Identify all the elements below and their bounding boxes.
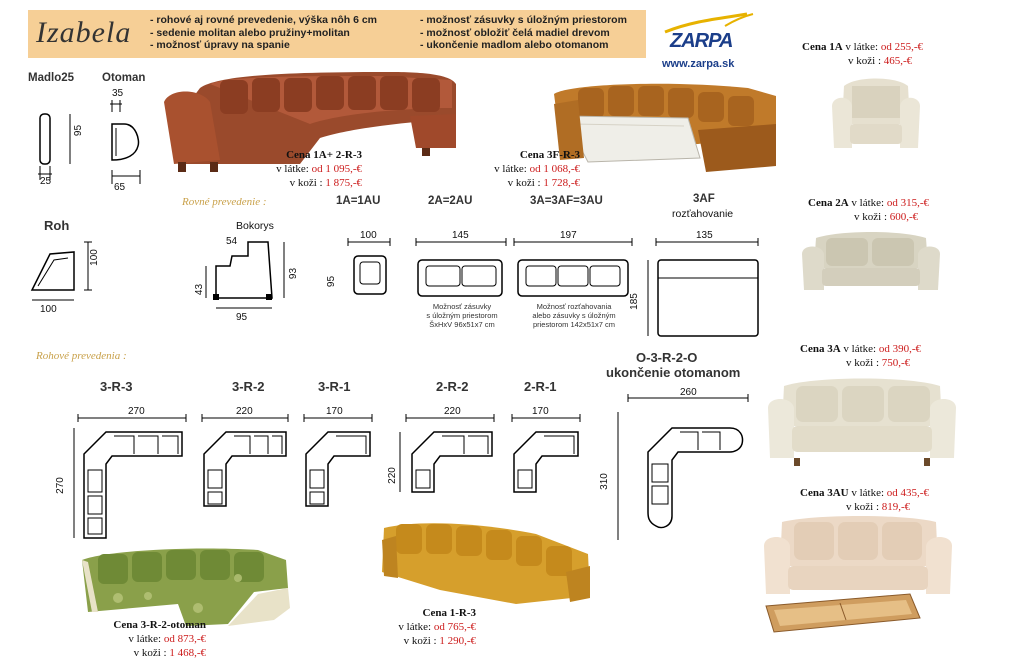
corner-3r2-width: 220: [236, 406, 253, 417]
logo-word: ZARPA: [670, 30, 733, 52]
model-1a-height: 95: [326, 275, 338, 288]
features-left: - rohové aj rovné prevedenie, výška nôh …: [150, 14, 378, 51]
photo-sofa-3a: [768, 378, 956, 466]
model-1a-diagram: [347, 238, 391, 295]
corner-2r1-label: 2-R-1: [524, 379, 557, 394]
bokorys-diagram: [205, 241, 285, 309]
corner-3r3-label: 3-R-3: [100, 379, 133, 394]
otoman-label: Otoman: [102, 72, 146, 84]
photo-3f-corner-sofa-bed: [554, 83, 776, 172]
price-1a-2r3: Cena 1A+ 2-R-3 v látke: od 1 095,-€ v ko…: [276, 149, 362, 189]
corner-2r2-height: 220: [386, 467, 398, 484]
madlo-diagram: [38, 113, 71, 180]
photo-armchair-1a: [832, 78, 920, 148]
corner-3r1-diagram: [303, 414, 373, 507]
price-3au: Cena 3AU v látke: od 435,-€ v koži : 819…: [800, 487, 929, 513]
brand-title: Izabela: [36, 16, 132, 49]
corner-3r1-label: 3-R-1: [318, 379, 351, 394]
photo-green-corner-sofa: [82, 548, 290, 626]
madlo-width: 25: [40, 176, 52, 187]
price-3a: Cena 3A v látke: od 390,-€ v koži : 750,…: [800, 343, 921, 369]
model-2a-width: 145: [452, 230, 469, 241]
bokorys-width: 95: [236, 312, 248, 323]
bokorys-label: Bokorys: [236, 220, 274, 232]
photo-brown-corner-sofa: [164, 72, 456, 172]
corner-2r2-width: 220: [444, 406, 461, 417]
corner-3r3-height: 270: [54, 477, 66, 494]
madlo-height: 95: [73, 124, 85, 137]
corner-3r3-diagram: [73, 414, 187, 539]
roh-width: 100: [40, 304, 57, 315]
price-3f-r3: Cena 3F-R-3 v látke: od 1 068,-€ v koži …: [494, 149, 580, 189]
price-2a: Cena 2A v látke: od 315,-€ v koži : 600,…: [808, 197, 929, 223]
model-3af-diagram: [647, 238, 759, 337]
photo-yellow-corner-sofa: [382, 523, 590, 604]
corner-2r1-diagram: [511, 414, 581, 493]
model-3a-diagram: [513, 238, 633, 297]
corner-o3r2o-label: O-3-R-2-O: [636, 350, 698, 365]
photo-sofa-2a: [802, 232, 940, 290]
header-banner: Izabela - rohové aj rovné prevedenie, vý…: [28, 10, 646, 58]
model-3af-label: 3AF: [693, 193, 715, 205]
otoman-width: 65: [114, 182, 126, 193]
corner-3r2-label: 3-R-2: [232, 379, 265, 394]
model-3a-width: 197: [560, 230, 577, 241]
bokorys-top: 54: [226, 236, 238, 247]
model-3af-sub: rozťahovanie: [672, 208, 734, 220]
corner-o3r2o-width: 260: [680, 387, 697, 398]
model-3af-width: 135: [696, 230, 713, 241]
roh-height: 100: [88, 249, 100, 266]
otoman-top-dim: 35: [112, 88, 124, 99]
bokorys-left-h: 43: [194, 283, 206, 296]
model-3a-label: 3A=3AF=3AU: [530, 195, 603, 207]
corner-2r2-label: 2-R-2: [436, 379, 469, 394]
bokorys-right-h: 93: [288, 267, 300, 280]
model-1a-width: 100: [360, 230, 377, 241]
section-corner: Rohové prevedenia :: [36, 350, 127, 362]
corner-2r2-diagram: [399, 414, 495, 493]
roh-diagram: [30, 241, 92, 301]
section-straight: Rovné prevedenie :: [182, 196, 267, 208]
model-3af-height: 185: [628, 293, 640, 310]
price-1a: Cena 1A v látke: od 255,-€ v koži : 465,…: [802, 41, 923, 67]
model-2a-label: 2A=2AU: [428, 195, 473, 207]
madlo-label: Madlo25: [28, 72, 75, 84]
corner-o3r2o-sub: ukončenie otomanom: [606, 365, 741, 380]
photo-sofa-3au-drawer: [764, 516, 952, 633]
model-1a-label: 1A=1AU: [336, 195, 381, 207]
otoman-diagram: [110, 100, 141, 184]
corner-3r2-diagram: [201, 414, 289, 507]
model-2a-diagram: [415, 238, 507, 297]
corner-o3r2o-diagram: [617, 394, 749, 540]
zarpa-logo-swoosh: [664, 12, 754, 34]
corner-3r1-width: 170: [326, 406, 343, 417]
features-right: - možnosť zásuvky s úložným priestorom -…: [420, 14, 627, 51]
corner-3r3-width: 270: [128, 406, 145, 417]
roh-label: Roh: [44, 218, 70, 233]
corner-2r1-width: 170: [532, 406, 549, 417]
price-3r2-otoman: Cena 3-R-2-otoman v látke: od 873,-€ v k…: [113, 619, 206, 659]
corner-o3r2o-height: 310: [598, 473, 610, 490]
price-1r3: Cena 1-R-3 v látke: od 765,-€ v koži : 1…: [398, 607, 476, 647]
logo-url[interactable]: www.zarpa.sk: [662, 58, 735, 70]
